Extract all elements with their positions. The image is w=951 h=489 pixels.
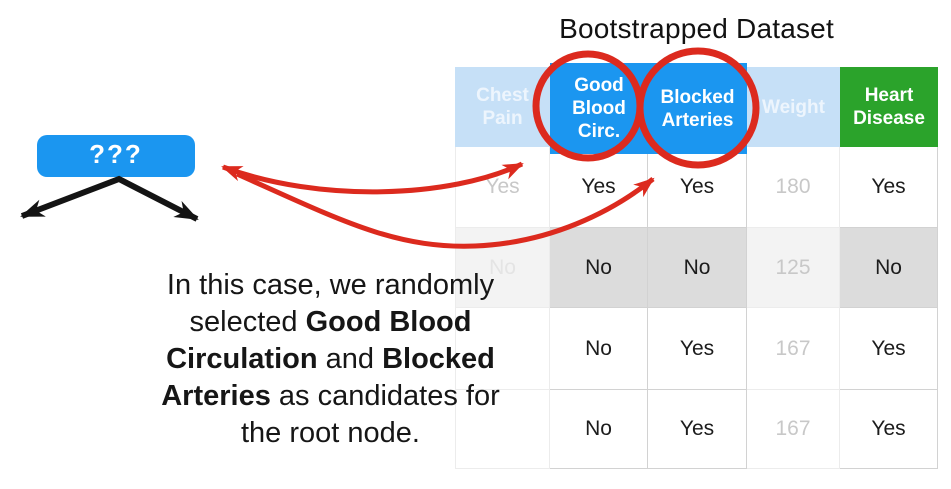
caption-line: selected Good Blood	[189, 306, 472, 338]
cell-blocked-arteries-row3: Yes	[648, 308, 747, 390]
caption-line: Circulation and Blocked	[166, 343, 495, 375]
cell-heart-disease-row3: Yes	[840, 308, 938, 390]
cell-blocked-arteries-row4: Yes	[648, 390, 747, 469]
cell-good-blood-circ-row1: Yes	[550, 147, 648, 228]
cell-heart-disease-row4: Yes	[840, 390, 938, 469]
caption-text: In this case, we randomly selected Good B…	[78, 267, 583, 452]
cell-weight-row1: 180	[747, 147, 840, 228]
cell-heart-disease-row1: Yes	[840, 147, 938, 228]
cell-blocked-arteries-row1: Yes	[648, 147, 747, 228]
cell-chest-pain-row1: Yes	[455, 147, 550, 228]
cell-weight-row4: 167	[747, 390, 840, 469]
cell-chest-pain-row4	[455, 390, 550, 469]
column-header-chest-pain: Chest Pain	[455, 67, 550, 147]
caption-line: the root node.	[241, 417, 420, 449]
cell-weight-row3: 167	[747, 308, 840, 390]
cell-chest-pain-row3	[455, 308, 550, 390]
caption-line: In this case, we randomly	[166, 269, 495, 301]
column-header-heart-disease: Heart Disease	[840, 67, 938, 147]
cell-weight-row2: 125	[747, 228, 840, 308]
column-header-good-blood-circ: Good Blood Circ.	[550, 63, 648, 154]
cell-good-blood-circ-row4: No	[550, 390, 648, 469]
table-title: Bootstrapped Dataset	[559, 13, 834, 44]
root-node: ???	[37, 135, 195, 177]
cell-heart-disease-row2: No	[840, 228, 938, 308]
node-branch-arrows	[20, 175, 199, 222]
column-header-weight: Weight	[747, 67, 840, 147]
column-header-blocked-arteries: Blocked Arteries	[648, 63, 747, 154]
cell-good-blood-circ-row3: No	[550, 308, 648, 390]
root-node-label: ???	[89, 139, 143, 169]
cell-blocked-arteries-row2: No	[648, 228, 747, 308]
caption-line: Arteries as candidates for	[161, 380, 500, 412]
